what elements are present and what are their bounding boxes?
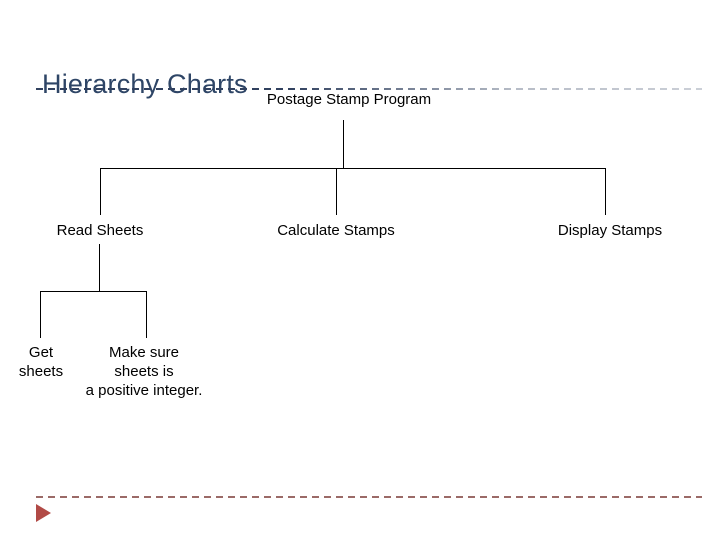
connector-drop-calculate xyxy=(336,168,337,215)
chart-node-root: Postage Stamp Program xyxy=(266,91,432,108)
footer-divider xyxy=(36,496,702,498)
page-title: Hierarchy Charts xyxy=(42,69,248,100)
chart-node-validate-sheets: Make sure sheets is a positive integer. xyxy=(85,344,203,399)
chart-node-get-sheets: Get sheets xyxy=(18,344,64,380)
connector-read-stem xyxy=(99,244,100,291)
connector-level1-bus xyxy=(100,168,606,169)
chart-node-calculate-stamps: Calculate Stamps xyxy=(277,222,395,239)
chart-node-read-sheets: Read Sheets xyxy=(56,222,144,239)
hierarchy-chart: Postage Stamp Program Read Sheets Calcul… xyxy=(18,91,663,399)
connector-level2-bus xyxy=(40,291,146,292)
title-divider xyxy=(36,88,702,90)
advance-slide-triangle-icon[interactable] xyxy=(36,504,51,522)
connector-root-stem xyxy=(343,120,344,169)
chart-node-display-stamps: Display Stamps xyxy=(557,222,663,239)
connector-drop-display xyxy=(605,168,606,215)
connector-drop-validate xyxy=(146,291,147,338)
connector-drop-read xyxy=(100,168,101,215)
connector-drop-get xyxy=(40,291,41,338)
